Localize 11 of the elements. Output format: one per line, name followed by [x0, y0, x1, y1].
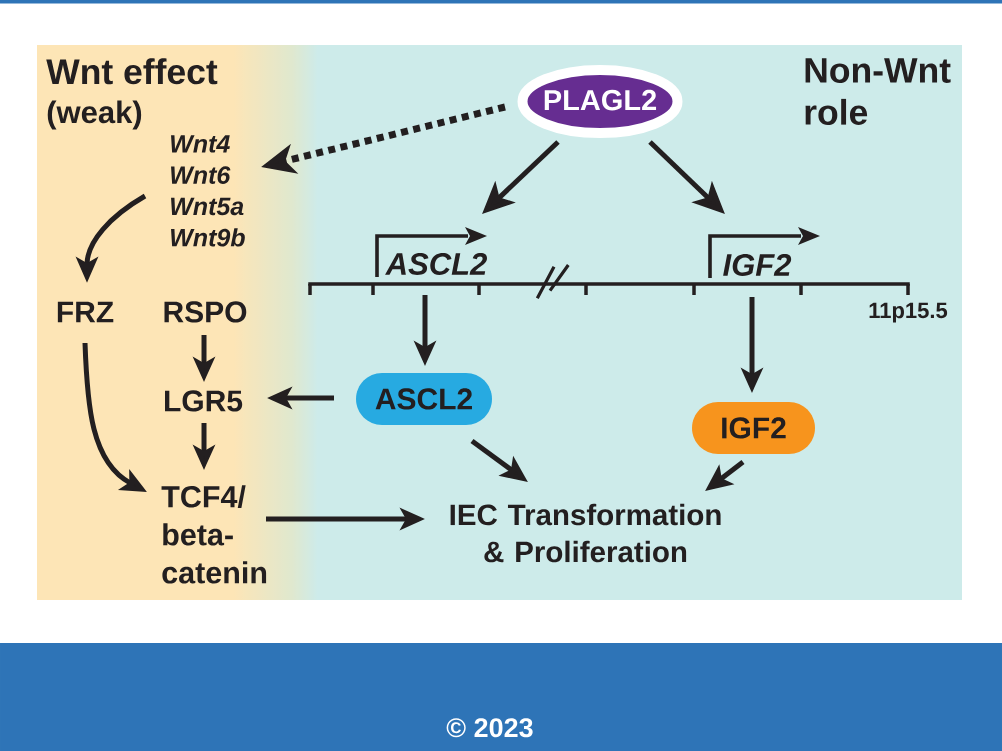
gene-list: Wnt4 Wnt6 Wnt5a Wnt9b — [171, 135, 245, 247]
protein-pill: ASCL2 — [356, 373, 492, 425]
protein-label: TCF4/ beta- catenin — [161, 485, 267, 584]
protein-label: FRZ — [57, 301, 114, 323]
outcome-label: IEC Transformation & Proliferation — [450, 503, 721, 563]
gene-label: ASCL2 — [385, 253, 487, 275]
protein-label: RSPO — [164, 301, 247, 323]
locus-label: 11p15.5 — [869, 302, 948, 323]
gene-label: IGF2 — [723, 254, 792, 276]
copyright-text: © 2023 — [446, 718, 533, 738]
protein-label: LGR5 — [165, 390, 243, 412]
